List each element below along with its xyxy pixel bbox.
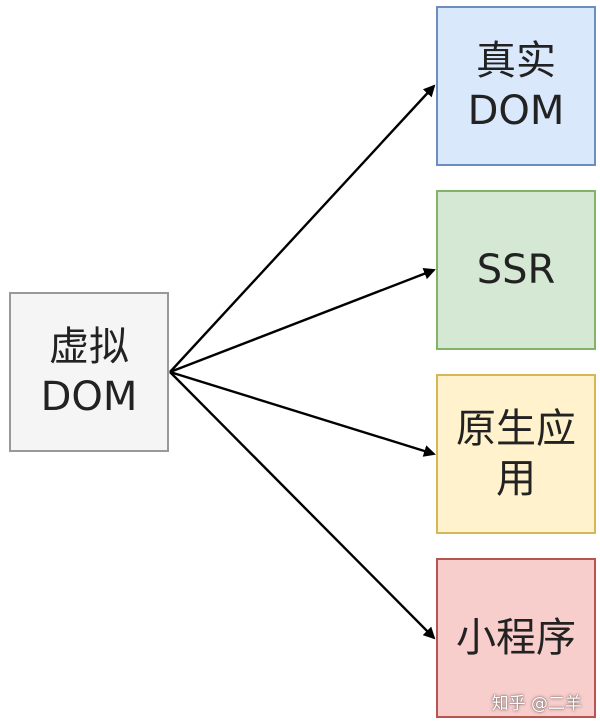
node-real-dom-label: 真实 DOM — [467, 38, 565, 134]
arrow-to-native-app — [169, 370, 436, 457]
node-ssr: SSR — [436, 190, 596, 350]
arrow-to-ssr — [169, 268, 436, 374]
node-mini-program-label: 小程序 — [456, 615, 576, 661]
node-native-app-label: 原生应 用 — [456, 406, 576, 502]
node-virtual-dom: 虚拟 DOM — [9, 292, 169, 452]
watermark-text: 知乎 @二羊 — [491, 694, 582, 714]
node-native-app: 原生应 用 — [436, 374, 596, 534]
node-real-dom: 真实 DOM — [436, 6, 596, 166]
node-mini-program: 小程序 — [436, 558, 596, 718]
arrow-to-real-dom — [169, 84, 436, 373]
arrow-to-mini-program — [169, 371, 436, 640]
node-ssr-label: SSR — [476, 247, 556, 293]
node-virtual-dom-label: 虚拟 DOM — [40, 324, 138, 420]
